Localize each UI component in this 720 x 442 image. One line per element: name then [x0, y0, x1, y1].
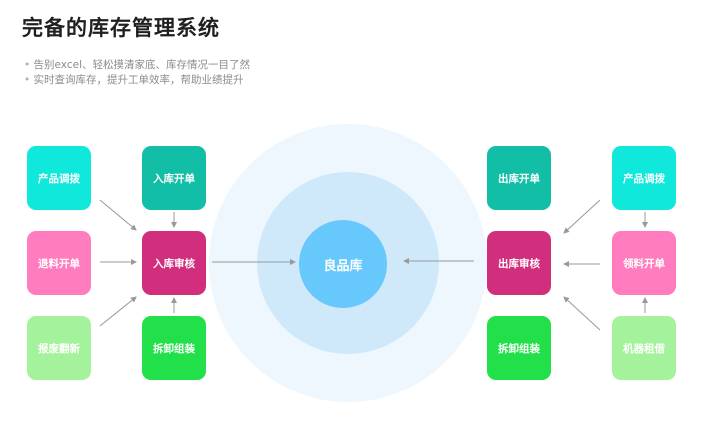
bullet-item: 告别excel、轻松摸清家底、库存情况一目了然 — [24, 58, 250, 73]
inbound-open-label: 入库开单 — [153, 172, 195, 185]
outbound-open-label: 出库开单 — [498, 172, 540, 185]
return-order-label: 退料开单 — [38, 257, 80, 270]
left-product-transfer-node[interactable]: 产品调拨 — [27, 146, 91, 210]
outbound-review-node[interactable]: 出库审核 — [487, 231, 551, 295]
scrap-refurbish-label: 报废翻新 — [38, 342, 80, 355]
page-title: 完备的库存管理系统 — [22, 16, 220, 40]
machine-rental-label: 机器租借 — [623, 342, 665, 355]
good-stock-node[interactable]: 良品库 — [299, 220, 387, 308]
inbound-review-label: 入库审核 — [153, 257, 195, 270]
arrow-transfer-to-inbound-review — [99, 199, 137, 231]
right-disassembly-label: 拆卸组装 — [498, 342, 540, 355]
right-product-transfer-label: 产品调拨 — [623, 172, 665, 185]
requisition-order-label: 领料开单 — [623, 257, 665, 270]
outbound-open-node[interactable]: 出库开单 — [487, 146, 551, 210]
left-product-transfer-label: 产品调拨 — [38, 172, 80, 185]
return-order-node[interactable]: 退料开单 — [27, 231, 91, 295]
arrow-transfer-to-outbound-review — [563, 199, 601, 234]
arrow-rental-to-outbound-review — [563, 296, 601, 331]
good-stock-label: 良品库 — [323, 258, 363, 274]
arrow-scrap-to-inbound-review — [99, 296, 137, 327]
scrap-refurbish-node[interactable]: 报废翻新 — [27, 316, 91, 380]
left-disassembly-label: 拆卸组装 — [153, 342, 195, 355]
left-disassembly-node[interactable]: 拆卸组装 — [142, 316, 206, 380]
right-product-transfer-node[interactable]: 产品调拨 — [612, 146, 676, 210]
bullet-list: 告别excel、轻松摸清家底、库存情况一目了然 实时查询库存，提升工单效率，帮助… — [24, 58, 250, 88]
outbound-review-label: 出库审核 — [498, 257, 540, 270]
bullet-item: 实时查询库存，提升工单效率，帮助业绩提升 — [24, 73, 250, 88]
machine-rental-node[interactable]: 机器租借 — [612, 316, 676, 380]
right-disassembly-node[interactable]: 拆卸组装 — [487, 316, 551, 380]
inbound-open-node[interactable]: 入库开单 — [142, 146, 206, 210]
requisition-order-node[interactable]: 领料开单 — [612, 231, 676, 295]
inbound-review-node[interactable]: 入库审核 — [142, 231, 206, 295]
